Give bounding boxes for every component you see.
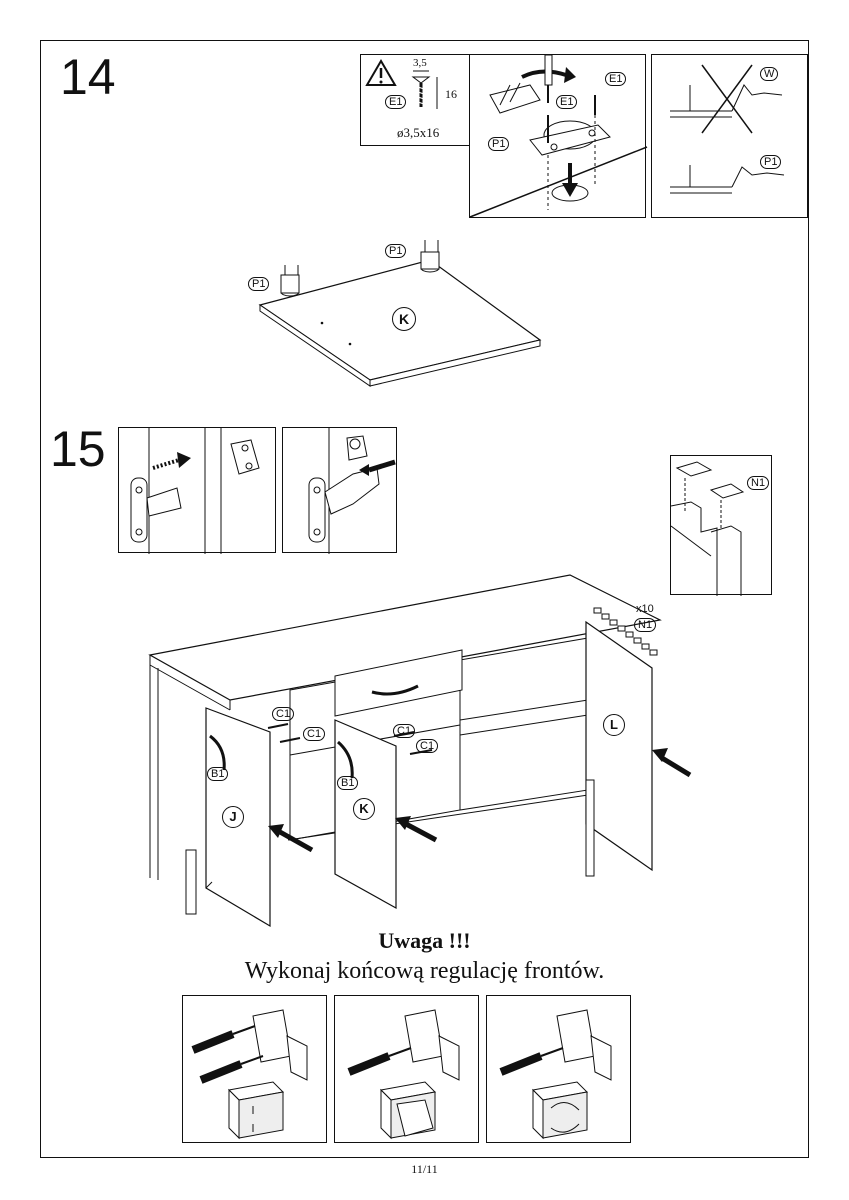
part-label-p1: P1 [385,244,407,258]
hinge-comparison-diagram [670,64,785,194]
part-label-b1: B1 [337,776,359,790]
part-label-n1: N1 [747,476,770,490]
step-number-15: 15 [50,421,106,477]
part-label-c1: C1 [393,724,416,738]
part-label-w: W [760,67,779,81]
part-label-j: J [222,806,244,828]
screwdriver-icon [544,54,553,103]
n1-quantity: x10 [636,603,654,615]
rotate-arrow-icon [521,67,576,83]
hinge-attach-box-2 [282,427,397,554]
screw-spec-diagram [365,59,438,109]
part-label-c1: C1 [416,739,439,753]
screw-size: ø3,5x16 [397,125,440,140]
part-label-p1: P1 [488,137,510,151]
screw-length-dimension: 16 [445,87,457,101]
part-label-c1: C1 [272,707,295,721]
part-label-p1: P1 [760,155,782,169]
part-label-k: K [353,798,375,820]
screw-icon [411,76,431,107]
hinge-attach-diagram-2 [308,428,396,554]
adjustment-diagram-side [347,1009,460,1140]
screwdriver-icon [347,1047,412,1076]
screw-spec-box: 3,5 16 E1 ø3,5x16 [360,54,470,146]
door-panel-k-diagram [258,240,542,387]
part-label-l: L [603,714,625,736]
part-label-p1: P1 [248,277,270,291]
hinge-mount-diagram [469,54,648,218]
page-frame [40,40,809,1158]
cap-n1-diagram [670,461,745,596]
warning-icon [365,59,397,86]
hinge-attach-diagram-1 [130,428,260,554]
part-label-e1: E1 [385,95,407,109]
part-label-n1: N1 [634,618,657,632]
hinge-mount-detail-box: E1 E1 P1 [469,54,648,218]
part-label-b1: B1 [207,767,229,781]
page-number: 11/11 [411,1162,438,1176]
cap-n1-detail-box: N1 [670,455,772,596]
adjustment-box-side [334,995,479,1143]
adjustment-diagram-height [499,1009,612,1140]
push-arrow-icon [652,748,692,778]
adjustment-box-depth [182,995,327,1143]
push-arrow-icon [395,816,438,843]
note-body: Wykonaj końcową regulację frontów. [244,958,605,984]
adjustment-diagram-depth [191,1009,308,1140]
step-number-14: 14 [60,49,116,105]
push-arrow-icon [152,452,191,470]
push-arrow-icon [268,824,314,853]
part-label-c1: C1 [303,727,326,741]
hinge-comparison-box: W P1 [651,54,808,218]
screw-head-dimension: 3,5 [413,57,427,69]
screwdriver-icon [191,1025,264,1084]
hinge-attach-box-1 [118,427,276,554]
push-arrow-icon [551,163,589,202]
part-label-e1: E1 [605,72,627,86]
adjustment-box-height [486,995,631,1143]
screwdriver-icon [368,459,396,473]
part-label-k: K [392,307,416,331]
screwdriver-icon [499,1047,564,1076]
part-label-e1: E1 [556,95,578,109]
note-title: Uwaga !!! [378,928,471,953]
